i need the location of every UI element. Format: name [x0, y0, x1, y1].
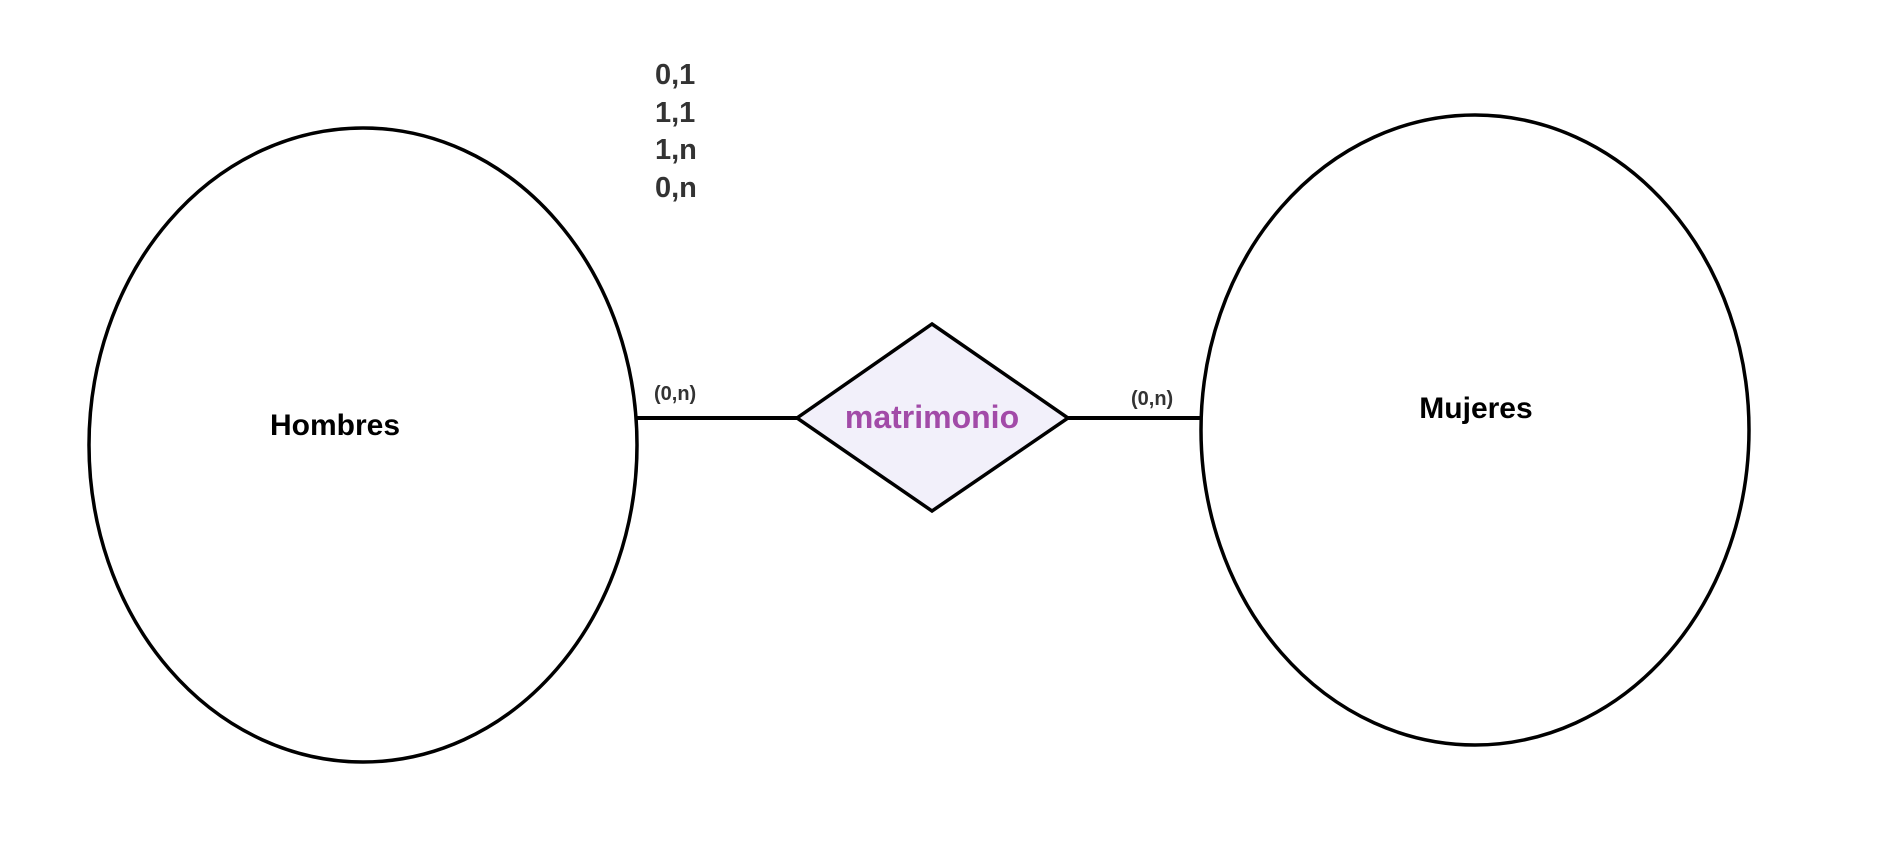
legend-item: 1,n — [655, 134, 697, 166]
legend-item: 0,1 — [655, 59, 695, 91]
entity-mujeres-shape[interactable] — [1199, 113, 1751, 747]
entity-mujeres-label: Mujeres — [1419, 392, 1532, 425]
cardinality-legend: 0,1 1,1 1,n 0,n — [655, 59, 697, 204]
entity-hombres-label: Hombres — [270, 409, 400, 442]
relationship-matrimonio-label: matrimonio — [845, 399, 1019, 435]
legend-item: 0,n — [655, 172, 697, 204]
cardinality-right-label: (0,n) — [1131, 388, 1173, 410]
legend-item: 1,1 — [655, 97, 695, 129]
entity-hombres-shape[interactable] — [87, 126, 639, 764]
cardinality-left-label: (0,n) — [654, 383, 696, 405]
relationship-matrimonio-shape[interactable] — [793, 321, 1072, 514]
